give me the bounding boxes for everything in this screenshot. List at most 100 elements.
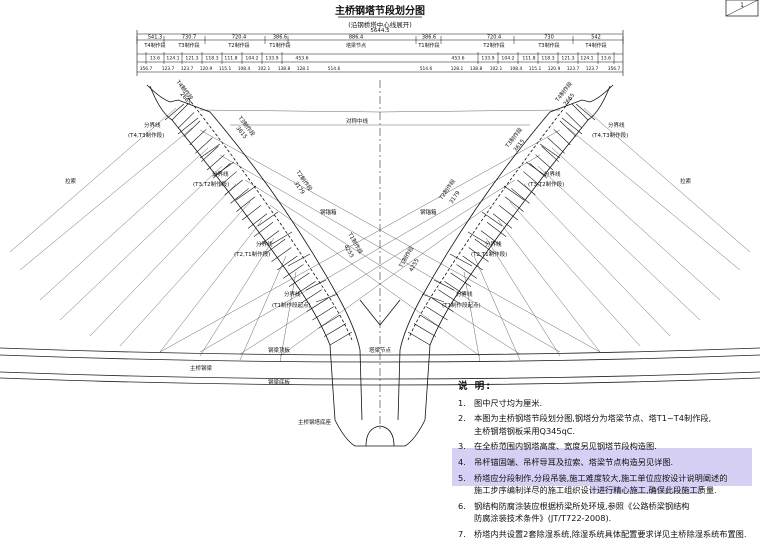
notes-panel: 说 明: 1.图中尺寸均为厘米. 2. 本图为主桥钢塔节段划分图,钢塔分为塔梁节点、… — [458, 382, 754, 544]
liangding-l: 钢梁顶板 — [268, 346, 291, 354]
dim-row2-left: 13.6 — [150, 56, 160, 62]
notes-title: 说 明: — [458, 381, 493, 392]
tower-crotch — [359, 299, 401, 326]
fenjie-r2: 分界线 — [544, 170, 561, 178]
note-text-cont: 主桥钢塔钢板采用Q345qC. — [474, 425, 576, 436]
fenjie-r1: 分界线 — [608, 121, 625, 129]
dim-row3-value: 138.8 — [470, 66, 483, 72]
dim-row2-left: 118.3 — [205, 56, 218, 62]
fenjie-l1: 分界线 — [144, 121, 161, 129]
dimension-ticks — [136, 36, 624, 64]
dim-row3-value: 102.1 — [258, 66, 271, 72]
zhuqiao-l: 主桥钢梁 — [190, 364, 213, 372]
note-number: 1. — [458, 397, 466, 408]
dim-row2-right: 13.6 — [601, 56, 611, 62]
dim-row3-value: 128.1 — [297, 66, 310, 72]
dim-row3-value: 123.7 — [586, 66, 599, 72]
note-item: 2. 本图为主桥钢塔节段划分图,钢塔分为塔梁节点、塔T1~T4制作段,主桥钢塔钢板… — [458, 412, 754, 436]
dimension-chains — [136, 30, 624, 76]
dim-row3-value: 128.1 — [451, 66, 464, 72]
tower-left-arm — [146, 84, 363, 421]
dim-row3-value: 514.6 — [328, 66, 341, 72]
zhutazuo-l: 主桥钢塔底座 — [298, 418, 332, 426]
dim-row2-right: 104.2 — [501, 56, 514, 62]
dim-total: 5644.5 — [370, 28, 390, 34]
diagram-subtitle: (沿钢桥塔中心线展开) — [348, 20, 412, 29]
highlight-band-2 — [590, 486, 702, 494]
segment-label: T4制作段 — [143, 42, 165, 49]
dim-row3-value: 123.7 — [162, 66, 175, 72]
corner-value: 1 — [740, 2, 744, 9]
t2t1-r: (T2,T1制作段) — [471, 250, 507, 258]
t1-right-len: 4255 — [409, 257, 421, 273]
dim-row2-left: 124.1 — [166, 56, 179, 62]
t1start-l: (T1制作段起点) — [272, 301, 311, 309]
maogu-l: 钢锚箱 — [320, 208, 337, 216]
dim-row3-value: 514.6 — [420, 66, 433, 72]
labels-left: T4制作段 2665 T3制作段 3615 T2制作段 3179 T1制作段 4… — [65, 78, 392, 426]
dim-row3-value: 115.1 — [529, 66, 542, 72]
dim-row1-value: 886.4 — [349, 35, 363, 41]
dim-row1-value: 542 — [591, 35, 601, 41]
dim-row2-left: 133.9 — [265, 56, 278, 62]
dim-row2-left: 104.2 — [245, 56, 258, 62]
corner-box: 1 — [725, 0, 759, 17]
fenjie-l2: 分界线 — [212, 170, 229, 178]
dim-row2-right: 124.1 — [580, 56, 593, 62]
t2t1-l: (T2,T1制作段) — [234, 250, 270, 258]
note-item: 6.钢结构防腐涂装应根据桥梁所处环境,参照《公路桥梁钢结构防腐涂装技术条件》(J… — [458, 500, 754, 524]
note-item: 3.在全桥范围内钢塔高度、宽度另见钢塔节段构造图. — [458, 440, 754, 452]
note-number: 4. — [458, 457, 466, 468]
highlight-band — [452, 448, 752, 486]
diagram-title: 主桥钢塔节段划分图 — [335, 4, 425, 17]
t3t2-l: (T3,T2制作段) — [193, 180, 229, 188]
dim-row1-value: 720.4 — [487, 35, 501, 41]
segment-label: T1制作段 — [417, 42, 439, 49]
dim-row1-value: 720.4 — [232, 35, 246, 41]
note-item: 1.图中尺寸均为厘米. — [458, 397, 754, 409]
tower-right-arm — [397, 84, 614, 421]
cables — [9, 107, 751, 363]
dim-row3-value: 102.1 — [490, 66, 503, 72]
dim-row1-value: 386.6 — [273, 35, 287, 41]
lasuo-l: 拉索 — [65, 177, 77, 185]
segment-label: T3制作段 — [177, 42, 199, 49]
t1start-r: (T1制作段起点) — [442, 301, 481, 309]
taliang-l: 塔梁节点 — [369, 346, 392, 354]
dim-row2-right: 118.3 — [541, 56, 554, 62]
note-text: 在全桥范围内钢塔高度、宽度另见钢塔节段构造图. — [474, 441, 657, 452]
dim-row3-value: 108.4 — [510, 66, 523, 72]
segment-label: T1制作段 — [268, 42, 290, 49]
dim-row2-center: 453.6 — [295, 56, 308, 62]
dim-row1-value: 386.6 — [422, 35, 436, 41]
notes-list: 1.图中尺寸均为厘米. 2. 本图为主桥钢塔节段划分图,钢塔分为塔梁节点、塔T1~T… — [458, 397, 754, 541]
dim-row1-value: 541.3 — [148, 35, 162, 41]
note-text-cont: 防腐涂装技术条件》(JT/T722-2008). — [474, 513, 612, 524]
dim-row2-left: 121.3 — [185, 56, 198, 62]
note-text: 本图为主桥钢塔节段划分图,钢塔分为塔梁节点、塔T1~T4制作段, — [474, 413, 712, 424]
segment-label: T2制作段 — [227, 42, 249, 49]
lasuo-r: 拉索 — [680, 177, 692, 185]
dim-row3-value: 123.7 — [567, 66, 580, 72]
segment-label: T3制作段 — [537, 42, 559, 49]
duichen-l: 对称中线 — [346, 117, 369, 125]
t4t3-r: (T4,T3制作段) — [592, 131, 628, 139]
tower-base — [334, 419, 426, 447]
note-item: 4.吊杆锚固端、吊杆导耳及拉索、塔梁节点构造另见详图. — [458, 456, 754, 468]
note-number: 2. — [458, 413, 466, 424]
note-number: 6. — [458, 500, 466, 511]
bridge-deck — [0, 347, 760, 386]
segment-label: 塔梁节点 — [346, 42, 366, 49]
labels-right: T4制作段 2665 T3制作段 3615 T2制作段 3179 T1制作段 4… — [396, 80, 691, 309]
note-text-cont: 施工步序编制详尽的施工组织设计进行精心施工,确保此段施工质量. — [474, 485, 717, 496]
dim-row1-value: 730 — [544, 35, 554, 41]
fenjie-l4: 分界线 — [284, 290, 301, 298]
fenjie-r3: 分界线 — [485, 240, 502, 248]
t3t2-r: (T3,T2制作段) — [528, 180, 564, 188]
maogu-r: 钢锚箱 — [420, 208, 437, 216]
fenjie-r4: 分界线 — [456, 290, 473, 298]
dim-row3-value: 115.1 — [219, 66, 232, 72]
